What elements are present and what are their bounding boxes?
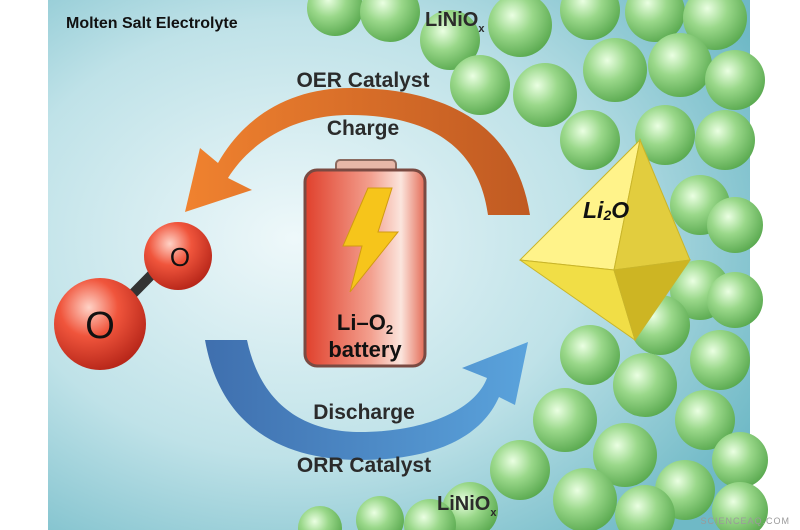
watermark: SCIENCEAQ.COM: [700, 516, 790, 526]
linio-sphere: [356, 496, 404, 530]
linio-sphere: [705, 50, 765, 110]
linio-sphere: [553, 468, 617, 530]
linio-sphere: [404, 499, 456, 530]
li2o-label: Li2O: [583, 197, 629, 223]
linio-sphere: [560, 325, 620, 385]
lightning-bolt-icon: [342, 187, 400, 293]
linio-sphere: [675, 390, 735, 450]
linio-sphere: [683, 0, 747, 50]
charge-label: Charge: [327, 117, 399, 140]
linio-sphere: [690, 330, 750, 390]
battery-formula: Li–O2: [337, 310, 393, 337]
linio-sphere: [298, 506, 342, 530]
linio-sphere: [625, 0, 685, 42]
linio-sphere: [513, 63, 577, 127]
oxygen-atom-large: [54, 278, 146, 370]
linio-sphere: [490, 440, 550, 500]
linio-sphere: [635, 105, 695, 165]
linio-sphere: [360, 0, 420, 42]
linio-sphere: [307, 0, 363, 36]
linio-sphere: [533, 388, 597, 452]
battery-icon: Li–O2 battery: [303, 159, 427, 368]
linio-sphere: [560, 110, 620, 170]
linio-sphere: [560, 0, 620, 40]
linio-sphere: [613, 353, 677, 417]
linio-sphere: [583, 38, 647, 102]
charge-arrow: [185, 88, 530, 215]
linio-bottom-label: LiNiOx: [437, 493, 497, 519]
linio-sphere: [712, 482, 768, 530]
oxygen-small-label: O: [170, 242, 190, 272]
linio-top-label: LiNiOx: [425, 9, 485, 35]
discharge-arrow: [205, 340, 528, 460]
linio-sphere: [488, 0, 552, 57]
linio-sphere: [593, 423, 657, 487]
battery-label: battery: [328, 337, 402, 362]
oer-catalyst-label: OER Catalyst: [296, 69, 429, 92]
linio-sphere: [648, 33, 712, 97]
linio-sphere: [615, 485, 675, 530]
discharge-label: Discharge: [313, 401, 415, 424]
electrolyte-label: Molten Salt Electrolyte: [66, 15, 238, 32]
linio-sphere: [707, 197, 763, 253]
linio-sphere: [450, 55, 510, 115]
oxygen-atom-small: [144, 222, 212, 290]
linio-sphere: [712, 432, 768, 488]
linio-sphere: [707, 272, 763, 328]
linio-sphere-cluster: [298, 0, 768, 530]
li2o-octahedron-icon: Li2O: [518, 138, 692, 342]
oxygen-molecule-icon: O O: [54, 222, 212, 370]
orr-catalyst-label: ORR Catalyst: [297, 454, 431, 477]
linio-sphere: [442, 482, 498, 530]
linio-sphere: [420, 10, 480, 70]
oxygen-large-label: O: [85, 305, 115, 347]
linio-sphere: [695, 110, 755, 170]
